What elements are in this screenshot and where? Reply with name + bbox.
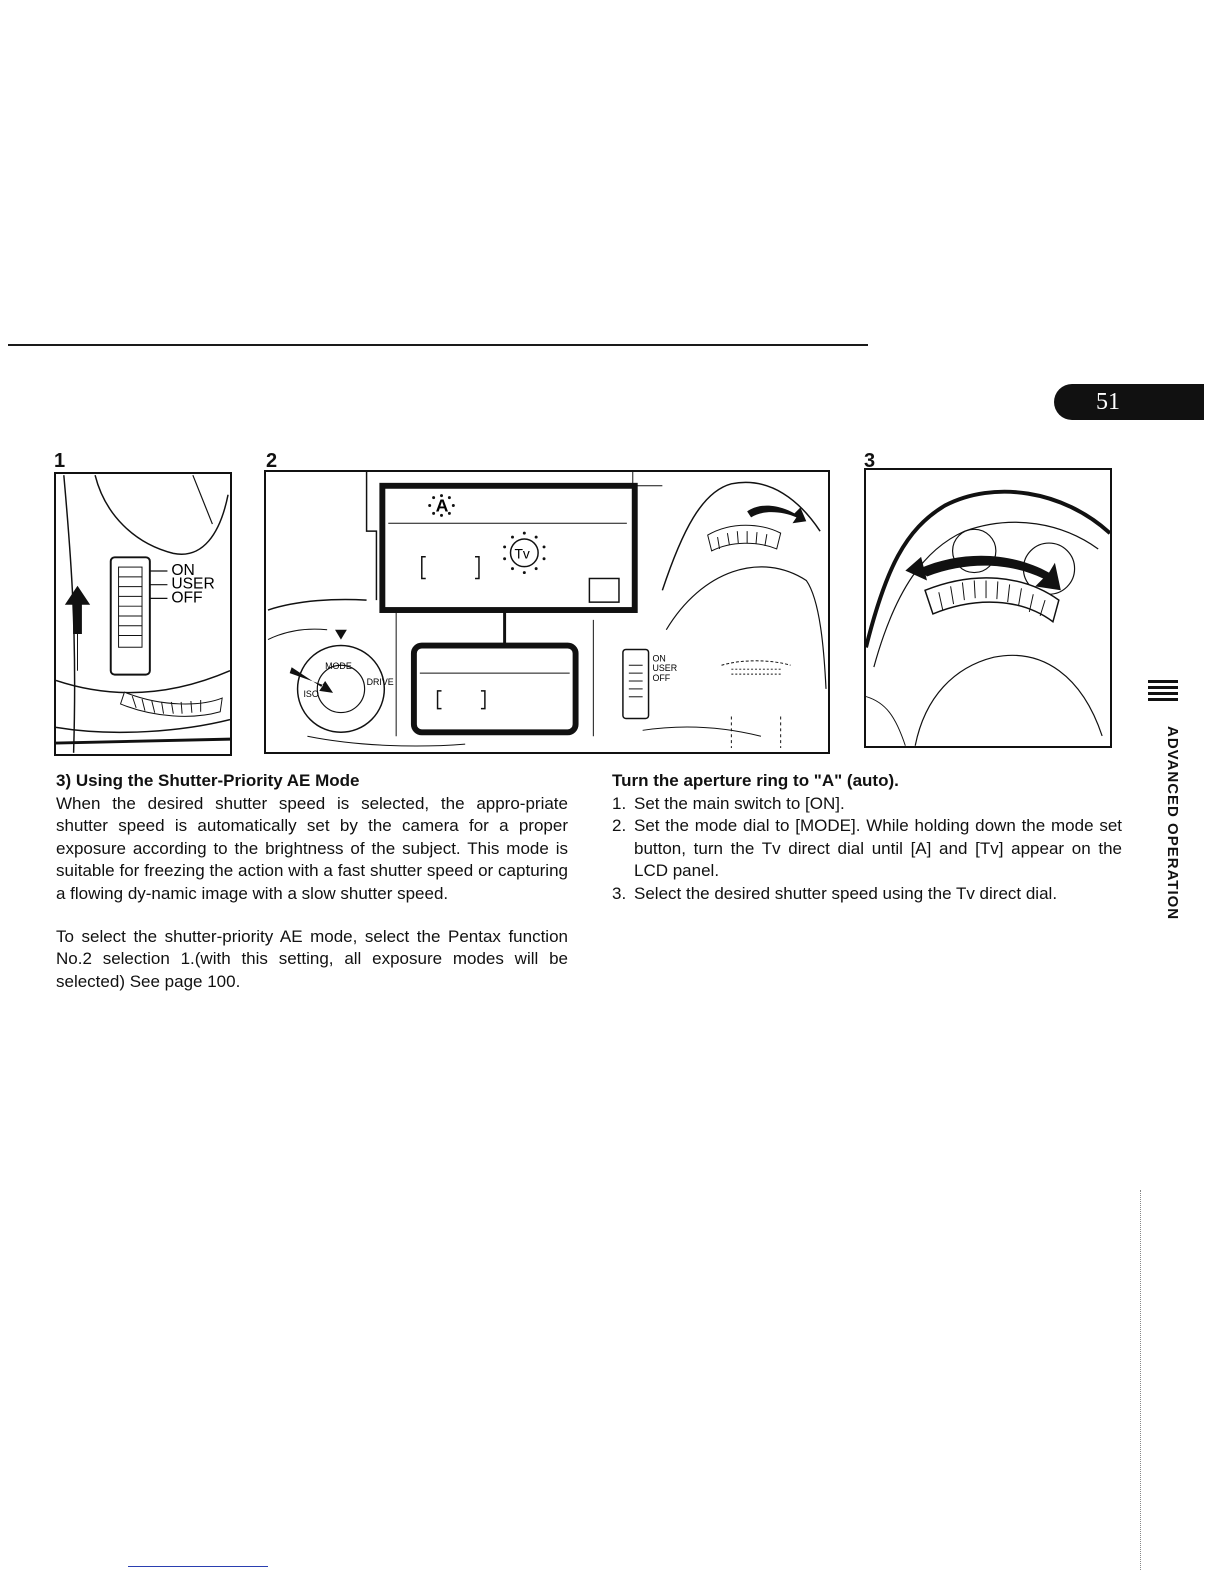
section-marker-bars: [1148, 680, 1178, 704]
step-item: 3. Select the desired shutter speed using…: [612, 883, 1122, 906]
figure-1-switch-user-label: USER: [171, 576, 214, 593]
right-column: Turn the aperture ring to "A" (auto). 1.…: [612, 770, 1122, 906]
figure-3-tv-dial: [864, 468, 1112, 748]
figure-1-switch-off-label: OFF: [171, 589, 202, 606]
step-text: Set the main switch to [ON].: [634, 793, 845, 813]
figure-2-dial-drive-label: DRIVE: [367, 677, 394, 687]
left-column: 3) Using the Shutter-Priority AE Mode Wh…: [56, 770, 568, 993]
page-number: 51: [1096, 388, 1120, 415]
figure-1-number: 1: [54, 450, 66, 472]
step-number: 2.: [612, 816, 627, 836]
figure-1-switch-on-label: ON: [171, 562, 194, 579]
figure-2-drawing: A Tv MODE DRIVE ISO ON USER OFF: [267, 472, 827, 749]
figure-2-lcd-a-indicator: A: [436, 495, 449, 515]
figure-2-camera-top: A Tv MODE DRIVE ISO ON USER OFF: [264, 470, 830, 754]
selection-paragraph: To select the shutter-priority AE mode, …: [56, 926, 568, 991]
step-number: 3.: [612, 883, 627, 903]
figure-2-dial-mode-label: MODE: [325, 661, 352, 671]
figure-1-main-switch: ON USER OFF: [54, 472, 232, 756]
step-number: 1.: [612, 793, 627, 813]
figure-2-lcd-tv-indicator: Tv: [514, 547, 529, 562]
figure-3-number: 3: [864, 450, 876, 472]
step-item: 2. Set the mode dial to [MODE]. While hol…: [612, 815, 1122, 883]
figure-2-number: 2: [266, 450, 278, 472]
step-list: 1. Set the main switch to [ON]. 2. Set the…: [612, 793, 1122, 906]
figure-2-dial-iso-label: ISO: [303, 689, 318, 699]
instruction-heading: Turn the aperture ring to "A" (auto).: [612, 771, 899, 790]
bottom-rule: [128, 1566, 268, 1567]
figure-3-drawing: [866, 489, 1110, 746]
step-text: Select the desired shutter speed using t…: [634, 883, 1058, 903]
section-heading: 3) Using the Shutter-Priority AE Mode: [56, 771, 360, 790]
top-rule: [8, 344, 868, 346]
description-paragraph: When the desired shutter speed is select…: [56, 793, 568, 903]
page-number-tab: 51: [1054, 384, 1204, 420]
figure-2-switch-on-label: ON: [652, 653, 665, 663]
step-item: 1. Set the main switch to [ON].: [612, 793, 1122, 816]
figure-2-switch-off-label: OFF: [652, 673, 670, 683]
figure-2-switch-user-label: USER: [652, 663, 677, 673]
section-side-label: ADVANCED OPERATION: [1164, 726, 1181, 921]
step-text: Set the mode dial to [MODE]. While holdi…: [634, 816, 1122, 881]
figure-1-drawing: ON USER OFF: [56, 474, 230, 753]
page-edge-dotted-line: [1140, 1190, 1141, 1570]
